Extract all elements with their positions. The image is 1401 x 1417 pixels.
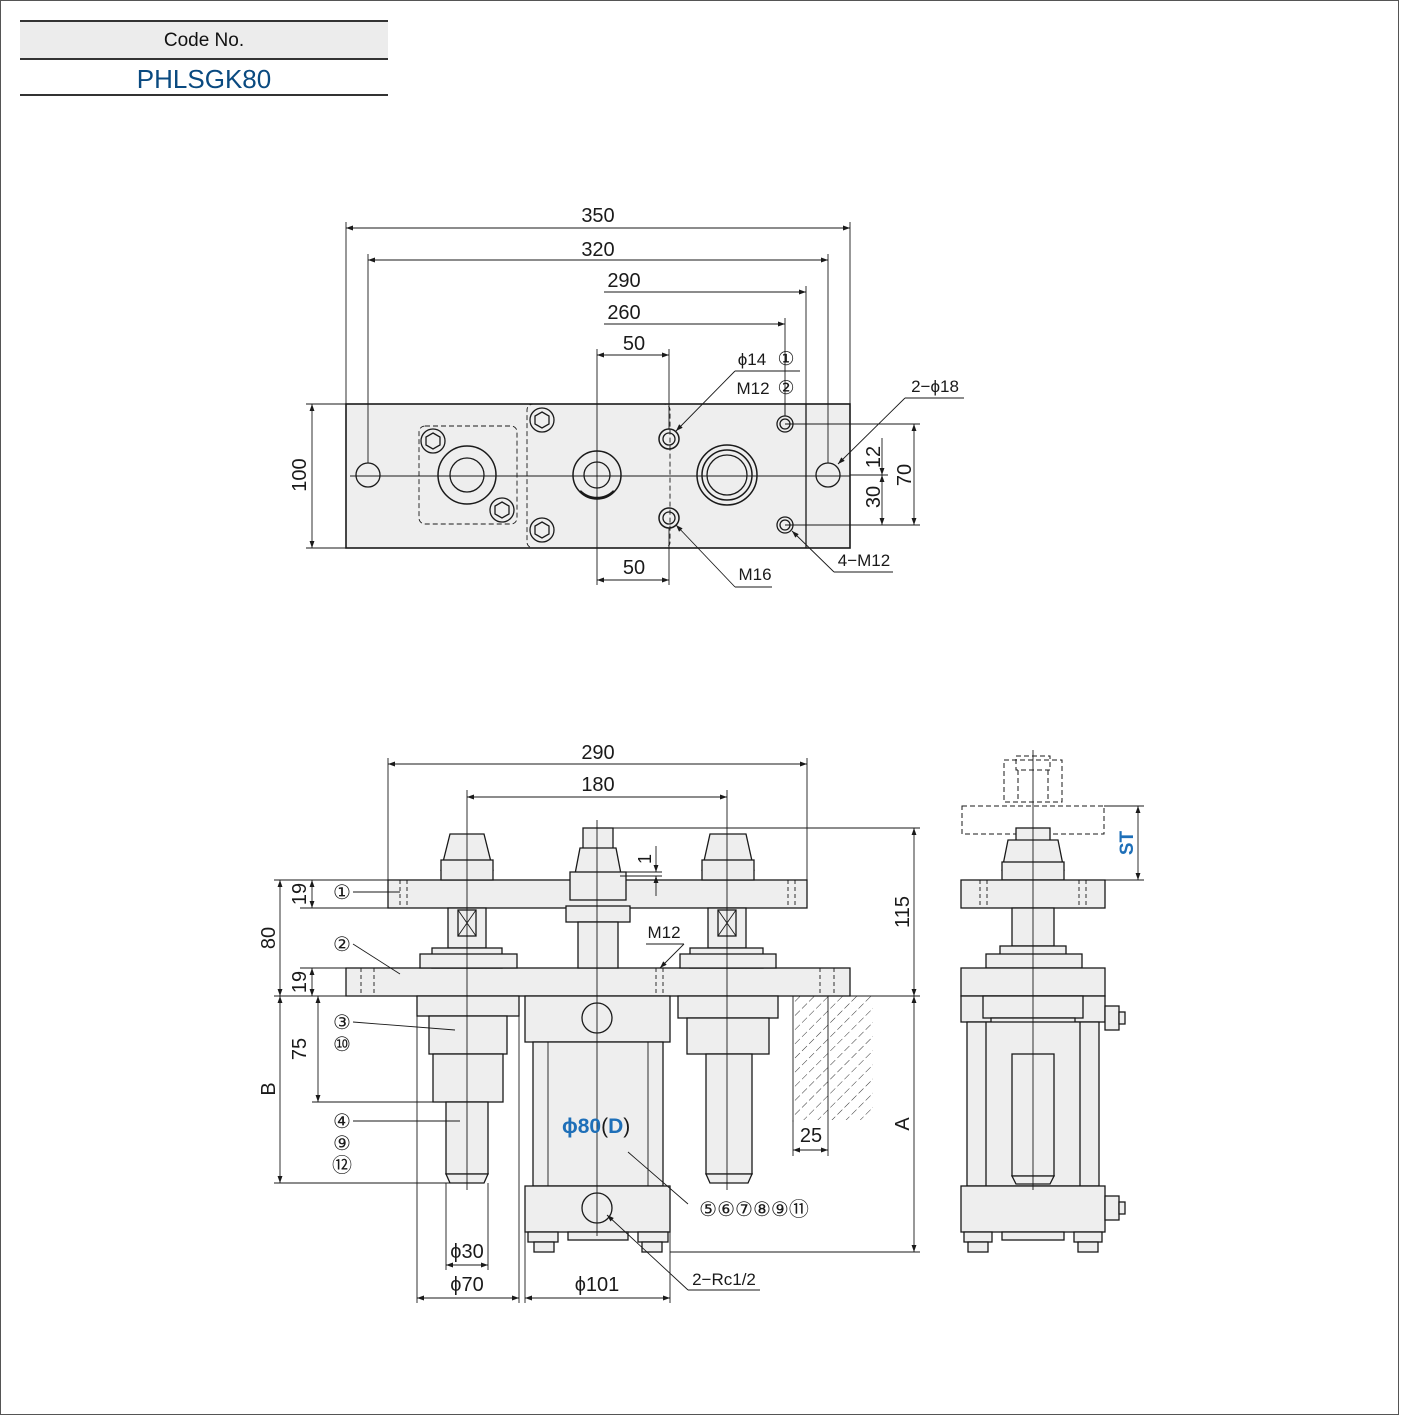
dim-50-top: 50	[623, 333, 645, 355]
dim-290-front: 290	[581, 742, 614, 764]
side-view-lines	[979, 750, 1144, 1190]
dim-1: 1	[635, 854, 655, 864]
callout-3: ③	[333, 1012, 351, 1034]
dim-320: 320	[581, 239, 614, 261]
front-view-dimensions	[274, 758, 920, 1303]
callout-10: ⑩	[333, 1034, 351, 1056]
code-number-box: Code No. PHLSGK80	[20, 20, 388, 96]
dim-75: 75	[289, 1038, 311, 1060]
callout-12: ⑫	[332, 1154, 352, 1177]
front-view	[345, 827, 873, 1253]
label-phi30: ϕ30	[450, 1241, 483, 1263]
callout-parts: ⑤⑥⑦⑧⑨⑪	[699, 1198, 809, 1221]
label-phi70: ϕ70	[450, 1274, 483, 1296]
label-B: B	[258, 1082, 280, 1095]
front-view-lines	[360, 790, 835, 1236]
callout-9: ⑨	[333, 1133, 351, 1155]
cylinder-tube	[532, 1041, 664, 1187]
dim-30: 30	[863, 486, 885, 508]
label-4-m12: 4−M12	[838, 551, 890, 570]
callout-1: ①	[333, 882, 351, 904]
top-view-dimensions	[306, 222, 964, 588]
label-m12-front: M12	[647, 923, 680, 942]
dim-290: 290	[607, 270, 640, 292]
dim-12: 12	[863, 446, 885, 468]
dim-350: 350	[581, 205, 614, 227]
bore-value: ϕ80	[562, 1115, 601, 1138]
label-phi14: ϕ14	[738, 350, 766, 369]
label-c1: ①	[777, 349, 794, 370]
code-number-header: Code No.	[20, 20, 388, 60]
label-stroke-st: ST	[1117, 830, 1138, 855]
dim-19-mid: 19	[289, 971, 311, 993]
label-2-rc12: 2−Rc1/2	[692, 1270, 756, 1289]
bore-D: D	[608, 1115, 623, 1138]
mounting-surface-hatch	[793, 996, 873, 1120]
label-phi101: ϕ101	[575, 1274, 620, 1296]
label-A: A	[892, 1117, 914, 1131]
callout-2: ②	[333, 934, 351, 956]
middle-plate	[345, 967, 851, 997]
code-number-value: PHLSGK80	[20, 60, 388, 96]
label-m16: M16	[738, 565, 771, 584]
top-view-texts: 350 320 290 260 50 50 100 12 30 70 ϕ14 ①…	[289, 205, 959, 584]
label-m12: M12	[736, 379, 769, 398]
dim-100: 100	[289, 458, 311, 491]
top-view	[345, 403, 851, 549]
label-bore-diameter: ϕ80(D)	[562, 1115, 630, 1138]
label-c2: ②	[777, 378, 794, 399]
dim-19-top: 19	[289, 883, 311, 905]
dim-115: 115	[892, 896, 914, 928]
dim-25: 25	[800, 1125, 822, 1147]
bore-paren-close: )	[623, 1115, 630, 1138]
dim-50-bottom: 50	[623, 557, 645, 579]
dim-260: 260	[607, 302, 640, 324]
callout-4: ④	[333, 1111, 351, 1133]
front-view-texts: 290 180 1 115 80 19 19 75 25 M12 B A ϕ30…	[258, 742, 914, 1296]
dim-180: 180	[581, 774, 614, 796]
bore-paren-open: (	[601, 1115, 608, 1138]
dim-70: 70	[894, 464, 916, 486]
dim-80: 80	[258, 927, 280, 949]
label-2-phi18: 2−ϕ18	[911, 377, 959, 396]
side-view	[960, 755, 1126, 1253]
